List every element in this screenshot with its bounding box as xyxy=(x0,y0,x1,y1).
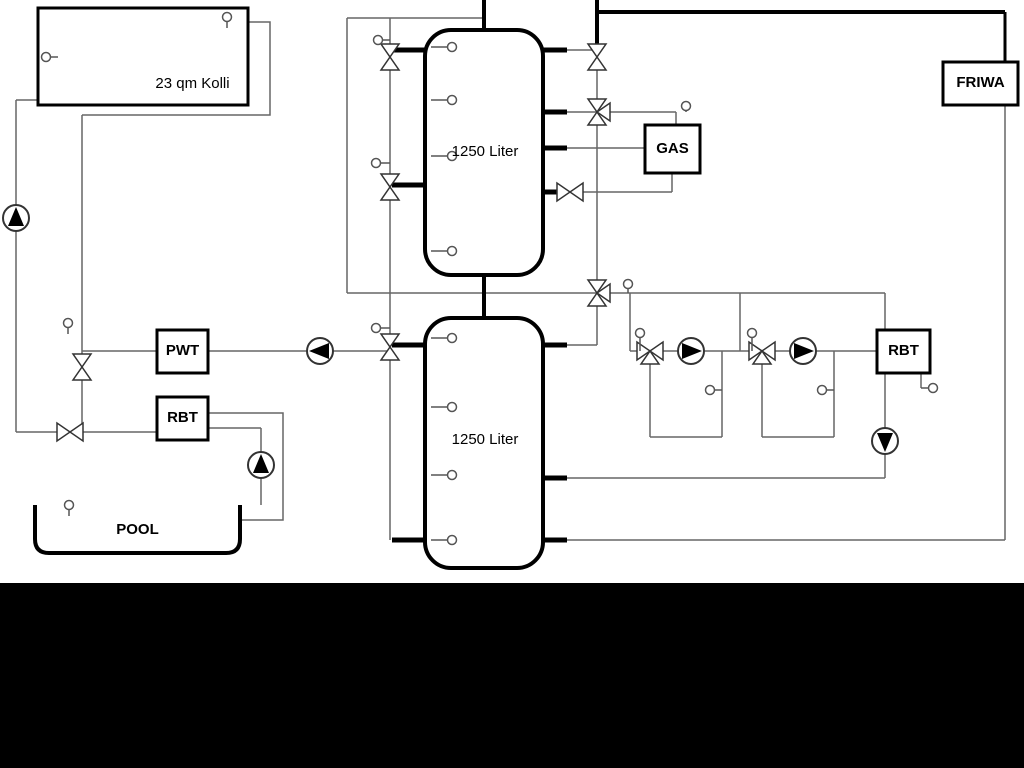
valve-icon xyxy=(379,173,401,201)
three-way-valve-branch xyxy=(595,282,611,304)
sensor-icon xyxy=(704,384,722,396)
pump-icon xyxy=(2,204,30,232)
valves xyxy=(56,43,776,443)
sensor-icon xyxy=(431,41,458,53)
valve-icon xyxy=(71,353,93,381)
pump-icon xyxy=(677,337,705,365)
pwt-heat-exchanger-box xyxy=(155,328,210,375)
pump-icon xyxy=(871,427,899,455)
sensor-icon xyxy=(431,401,458,413)
sensor-icon xyxy=(680,100,692,112)
sensor-icon xyxy=(431,534,458,546)
valve-icon xyxy=(379,333,401,361)
three-way-valve-branch xyxy=(751,349,773,365)
sensor-icon xyxy=(634,327,646,351)
sensor-icon xyxy=(921,382,939,394)
valve-icon xyxy=(379,43,401,71)
rbt-left-heat-exchanger-box xyxy=(155,395,210,442)
sensor-icon xyxy=(431,94,458,106)
valve-icon xyxy=(556,181,584,203)
sensor-icon xyxy=(370,322,390,334)
sensors xyxy=(40,11,939,546)
sensor-icon xyxy=(746,327,758,351)
solar-collector-box xyxy=(36,6,250,107)
rbt-right-heat-exchanger-box xyxy=(875,328,932,375)
pumps xyxy=(2,204,899,479)
sensor-icon xyxy=(221,11,233,28)
sensor-icon xyxy=(62,317,74,334)
sensor-icon xyxy=(431,150,458,162)
sensor-icon xyxy=(431,245,458,257)
sensor-icon xyxy=(372,34,390,46)
buffer-tank-bottom xyxy=(423,316,545,570)
main-headers xyxy=(482,0,1007,318)
pump-icon xyxy=(306,337,334,365)
tank-stubs xyxy=(392,47,567,543)
pump-icon xyxy=(247,451,275,479)
sensor-icon xyxy=(622,278,634,293)
schematic-drawing xyxy=(2,0,1020,570)
gas-boiler-box xyxy=(643,123,702,175)
valve-icon xyxy=(56,421,84,443)
sensor-icon xyxy=(370,157,390,169)
three-way-valve-branch xyxy=(595,101,611,123)
valve-icon xyxy=(586,43,608,71)
sensor-icon xyxy=(431,332,458,344)
pump-icon xyxy=(789,337,817,365)
pool-basin xyxy=(33,505,242,555)
three-way-valve-branch xyxy=(639,349,661,365)
sensor-icon xyxy=(40,51,58,63)
footer-bar xyxy=(0,583,1024,768)
sensor-icon xyxy=(63,499,75,516)
friwa-station-box xyxy=(941,60,1020,107)
sensor-icon xyxy=(431,469,458,481)
buffer-tank-top xyxy=(423,28,545,277)
sensor-icon xyxy=(816,384,834,396)
